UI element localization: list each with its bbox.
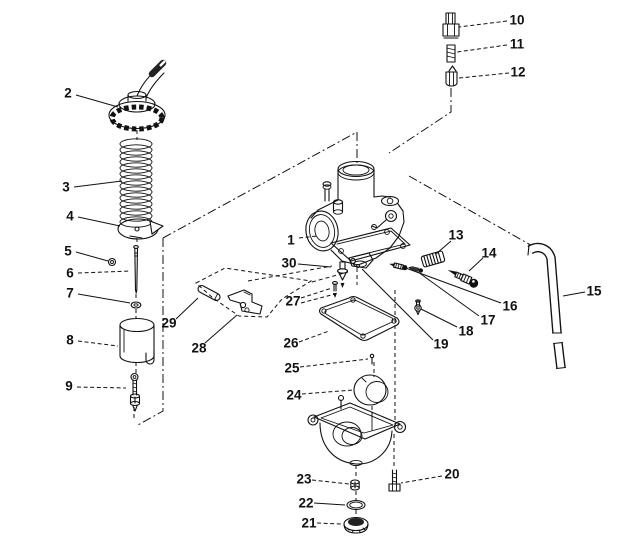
leader-line-21 [316,522,342,525]
callout-7-washer: 7 [66,286,74,301]
callout-2-cap-with-lever: 2 [64,86,72,101]
callout-22-o-ring: 22 [298,496,313,511]
leader-line-17 [417,271,480,317]
leader-line-10 [458,20,508,28]
callout-13-screw-spring: 13 [448,228,464,243]
part-20-bowl-screw [388,469,401,492]
part-30-needle-valve [336,261,349,288]
leader-line-18 [420,308,458,328]
callout-19-jet-washer: 19 [433,337,448,352]
leader-line-11 [456,44,508,53]
leader-line-22 [313,502,346,506]
leader-line-27 [300,293,336,304]
part-8-throttle-slide [119,317,155,365]
callout-10-cable-adjuster-bolt: 10 [509,13,524,28]
callout-11-adjuster-spring: 11 [510,37,525,52]
callout-5-needle-clip: 5 [64,244,72,259]
leader-line-26 [298,330,330,343]
callout-20-bowl-screw: 20 [444,467,459,482]
callout-29-plate-rod: 29 [161,316,176,331]
part-5-needle-clip [107,257,117,267]
callout-16-throttle-stop-screw: 16 [502,299,518,314]
leader-line-15 [562,291,586,297]
leader-line-4 [77,216,121,227]
callout-30-needle-valve: 30 [281,256,296,271]
callout-23-drain-nut: 23 [296,472,312,487]
callout-24-float: 24 [286,388,302,403]
part-7-washer [130,301,142,309]
part-10-cable-adjuster-bolt [442,12,460,39]
callout-8-throttle-slide: 8 [66,333,74,348]
part-11-adjuster-spring [446,44,456,63]
leader-line-25 [299,358,369,368]
callout-21-drain-plug: 21 [301,516,317,531]
callout-4-spring-seat-plate: 4 [66,209,74,224]
leader-line-3 [73,180,123,188]
callout-28-bracket: 28 [191,341,207,356]
part-12-adjuster-nut [445,65,458,87]
part-15-drain-hose [527,242,567,370]
construction-lines [133,88,544,517]
leader-line-19 [361,268,434,341]
callout-25-float-pin: 25 [284,361,300,376]
part-13-screw-spring [420,250,446,268]
leader-line-5 [75,251,109,262]
leader-line-28 [204,314,238,344]
leader-line-24 [301,389,354,395]
part-2-cap-with-lever [108,59,167,132]
part-23-drain-nut [350,479,360,491]
part-29-plate-rod [197,284,221,302]
callout-14-pilot-air-screw: 14 [481,246,497,261]
leader-line-12 [458,72,510,79]
callout-9-holder-screw: 9 [65,379,73,394]
callout-layer: 1234567891011121314151617181920212223242… [62,13,602,531]
leader-line-7 [77,293,131,304]
part-22-o-ring [346,499,366,511]
leader-line-23 [311,479,350,485]
part-18-bolt-with-ring [414,299,422,316]
leader-line-1 [298,235,318,239]
float-bowl [307,394,407,467]
part-1-carburetor-body [305,160,411,269]
leader-line-2 [75,94,119,108]
part-9-holder-screw [129,372,141,412]
leader-line-20 [400,475,443,484]
callout-15-drain-hose: 15 [586,284,602,299]
callout-6-jet-needle: 6 [66,266,74,281]
part-3-throttle-spring [119,138,153,228]
part-4-spring-seat-plate [117,218,164,240]
leader-line-8 [77,340,119,347]
callout-3-throttle-spring: 3 [62,180,70,195]
callout-17-stop-screw-spring: 17 [480,313,495,328]
part-14-pilot-air-screw [447,270,479,288]
leader-line-14 [468,257,484,272]
part-26-bowl-gasket [318,295,400,342]
leader-line-6 [77,270,131,274]
leader-line-27 [300,287,333,299]
callout-12-adjuster-nut: 12 [510,65,525,80]
part-16-throttle-stop-screw [389,262,408,271]
part-25-float-pin [369,353,375,365]
callout-27-pin-screw: 27 [285,294,300,309]
part-24-float [353,374,389,406]
callout-26-bowl-gasket: 26 [283,336,299,351]
part-27-pin-screw [332,281,338,298]
leader-line-9 [76,386,127,389]
leader-line-29 [175,297,199,320]
part-21-drain-plug [343,516,369,534]
leader-line-13 [435,240,452,255]
callout-1-carburetor-body: 1 [287,233,295,248]
part-28-bracket [227,289,263,315]
callout-18-bolt-with-ring: 18 [458,324,474,339]
part-6-jet-needle [133,245,139,294]
leader-line-30 [297,263,332,268]
part-19-jet-washer [350,258,361,269]
